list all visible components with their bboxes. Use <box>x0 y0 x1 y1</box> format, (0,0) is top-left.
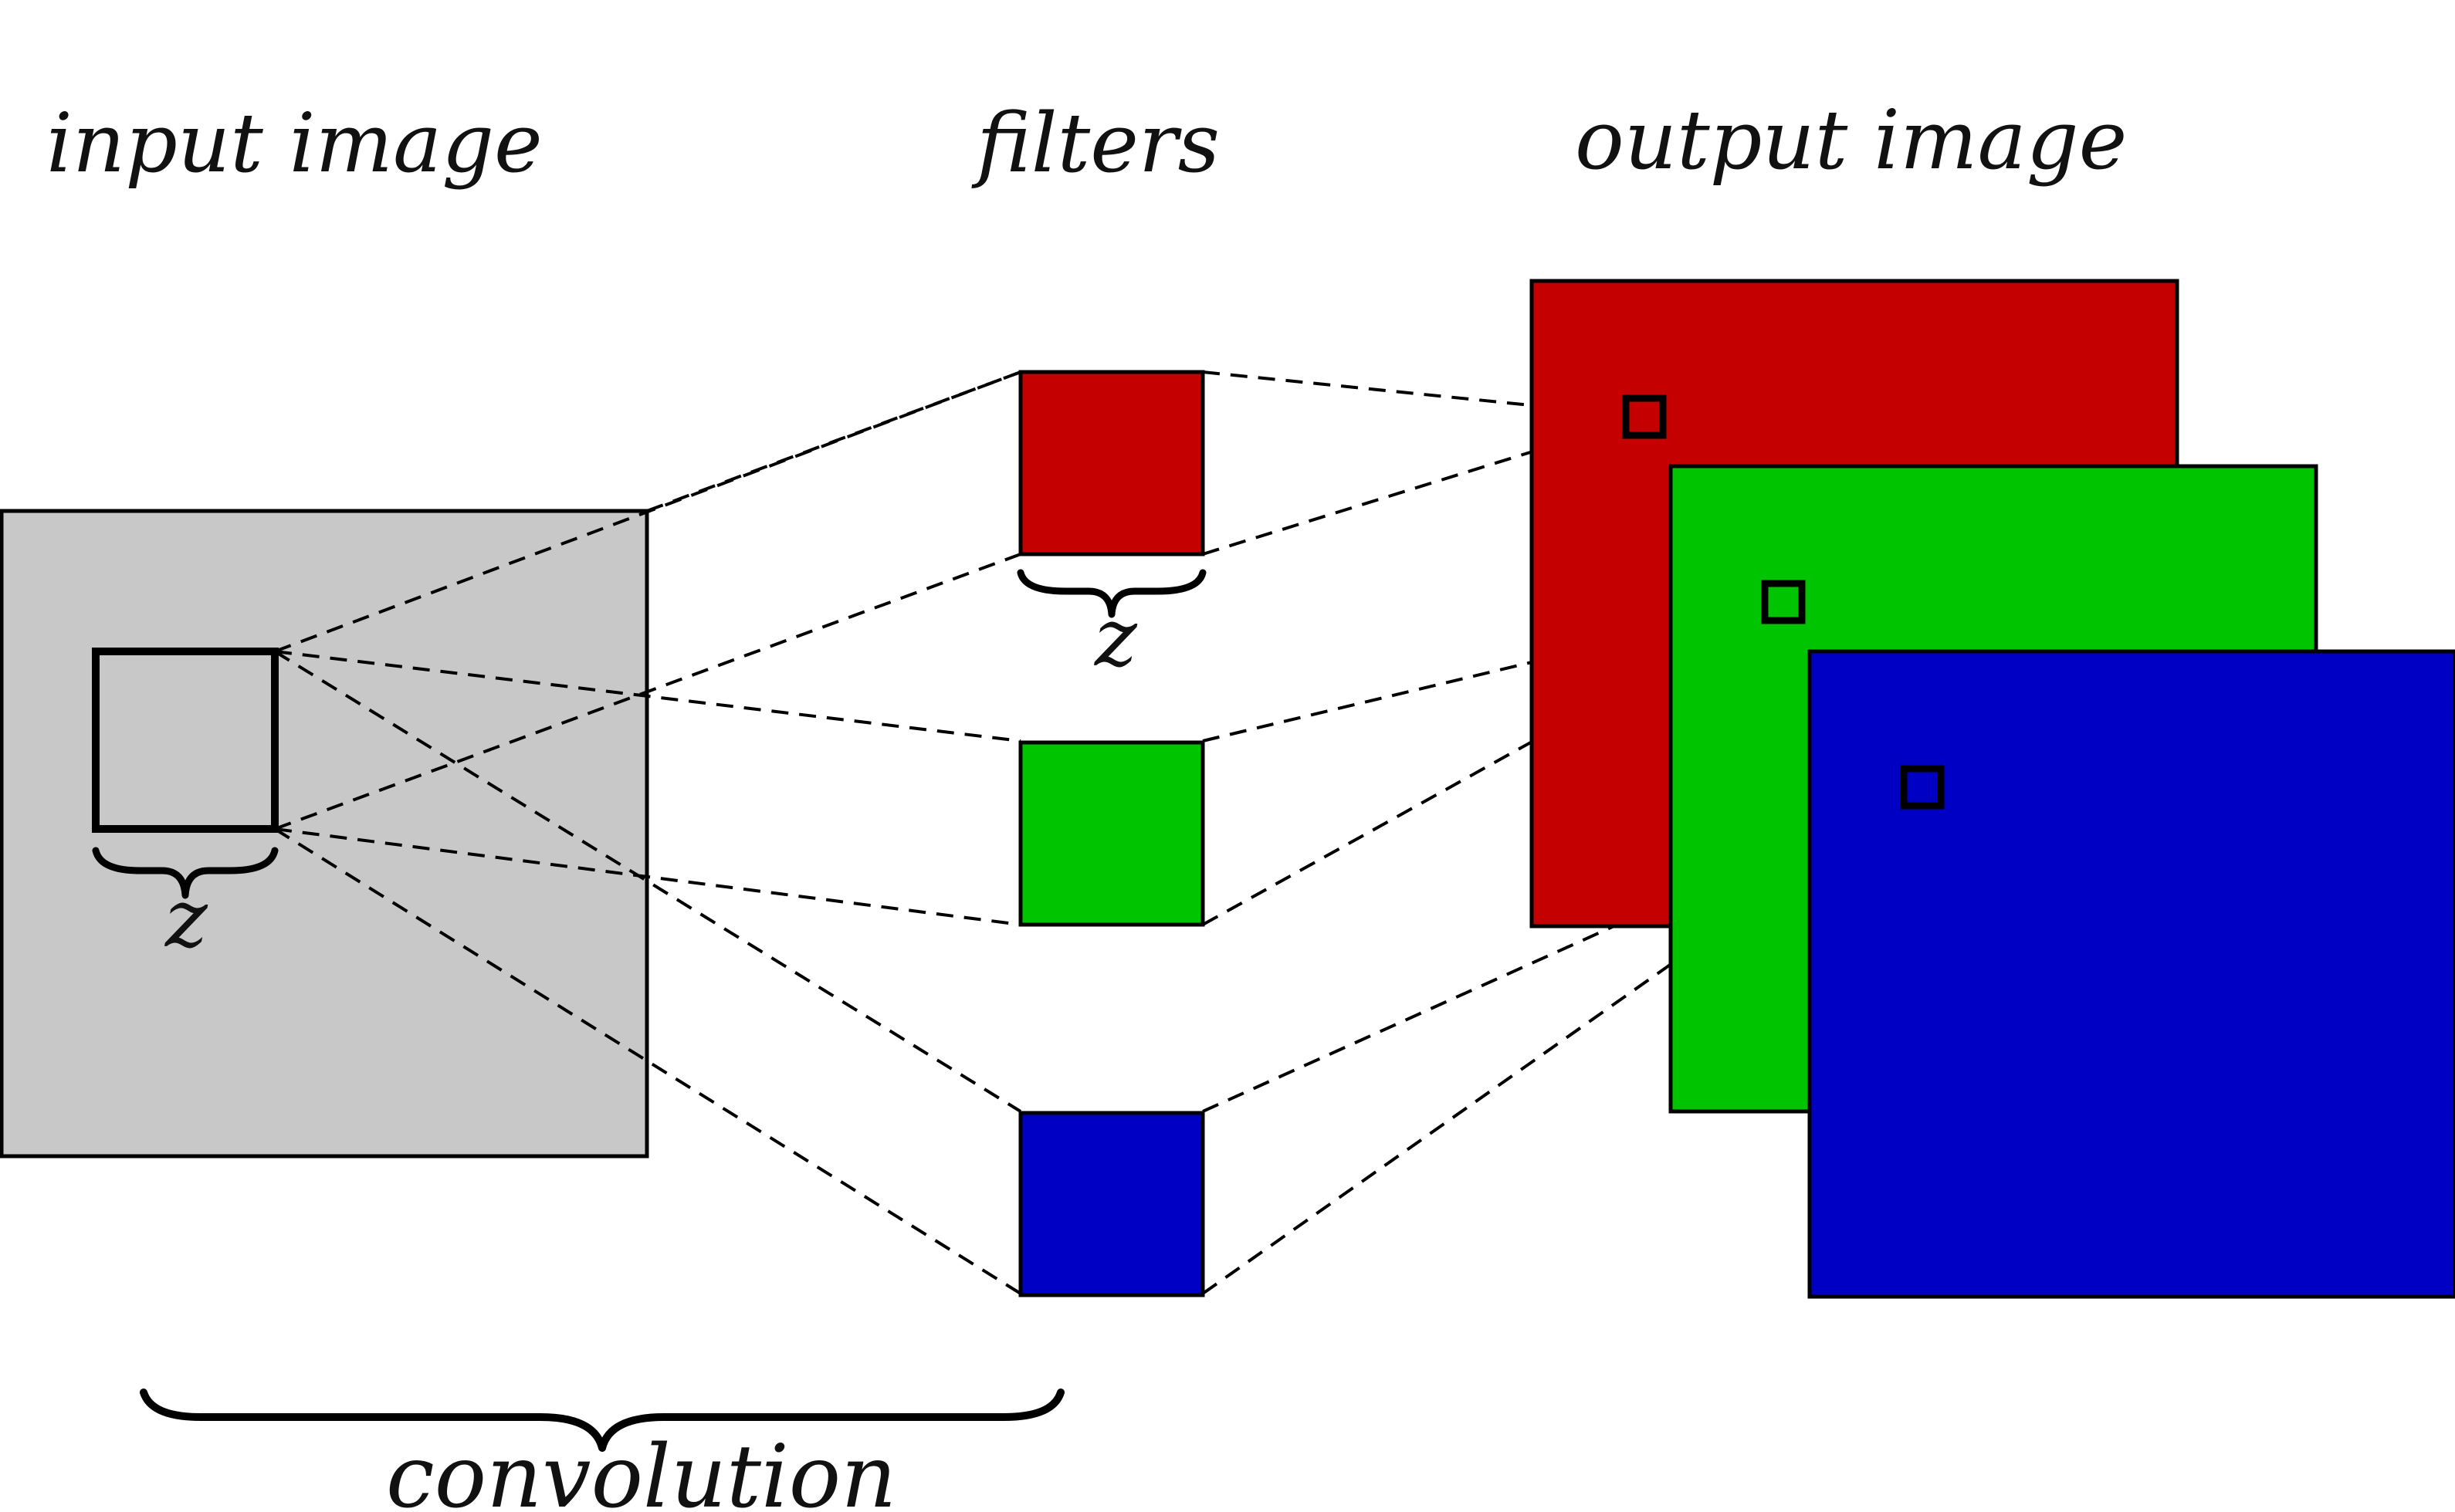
blue-output-map <box>1807 649 2455 1299</box>
projection-line <box>1202 786 1923 1113</box>
projection-line <box>273 650 1022 1113</box>
receptive-field-z-label: z <box>164 871 208 966</box>
projection-line <box>274 827 1021 926</box>
blue-filter <box>1018 1111 1205 1297</box>
projection-line <box>274 650 1021 742</box>
convolution-brace <box>140 1389 1065 1452</box>
filter-size-brace <box>1017 569 1207 618</box>
filters-title: filters <box>971 96 1220 191</box>
green-output-pixel <box>1761 580 1806 624</box>
receptive-field-brace <box>92 847 279 899</box>
receptive-field-window <box>92 648 279 833</box>
blue-output-pixel <box>1900 765 1945 810</box>
green-filter <box>1018 740 1205 927</box>
input-image-square <box>0 509 649 1159</box>
projection-line <box>1202 600 1784 742</box>
projection-line <box>274 553 1021 830</box>
projection-line <box>1202 415 1645 556</box>
input-image-title: input image <box>46 96 543 191</box>
projection-line <box>274 370 1021 653</box>
output-image-title: output image <box>1575 93 2127 188</box>
projection-line <box>273 827 1022 1295</box>
red-output-pixel <box>1622 394 1667 439</box>
red-filter <box>1018 370 1205 556</box>
convolution-label: convolution <box>386 1427 896 1512</box>
filter-size-z-label: z <box>1093 590 1138 685</box>
